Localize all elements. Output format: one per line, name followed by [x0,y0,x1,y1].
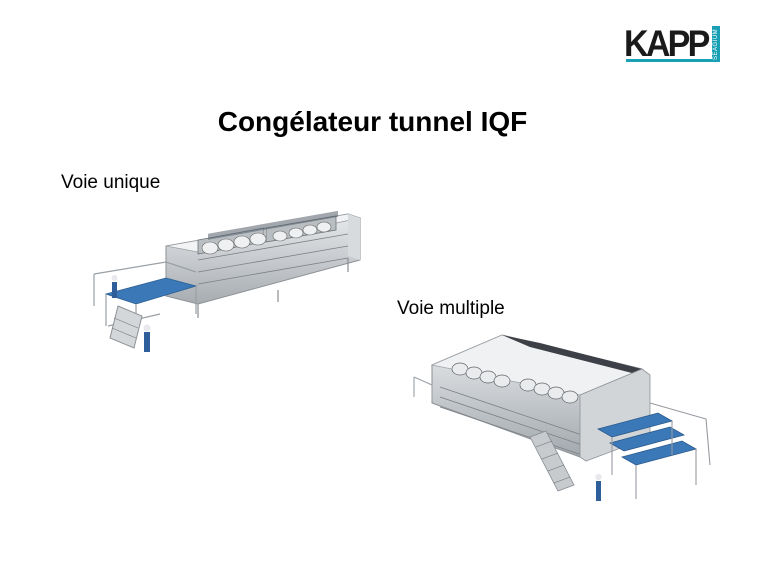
logo-letters: KAPP [624,23,710,64]
page-title: Congélateur tunnel IQF [217,106,528,137]
logo-side-band [712,26,720,62]
label-multi-lane: Voie multiple [397,298,505,319]
multi-lane-freezer-image [410,325,720,515]
single-lane-freezer-image [48,196,364,366]
label-single-lane: Voie unique [61,172,161,193]
logo-underbar [626,59,712,62]
logo-side-text: SEAGIUM [713,28,719,60]
kapp-logo: KAPP SEAGIUM [624,23,720,64]
